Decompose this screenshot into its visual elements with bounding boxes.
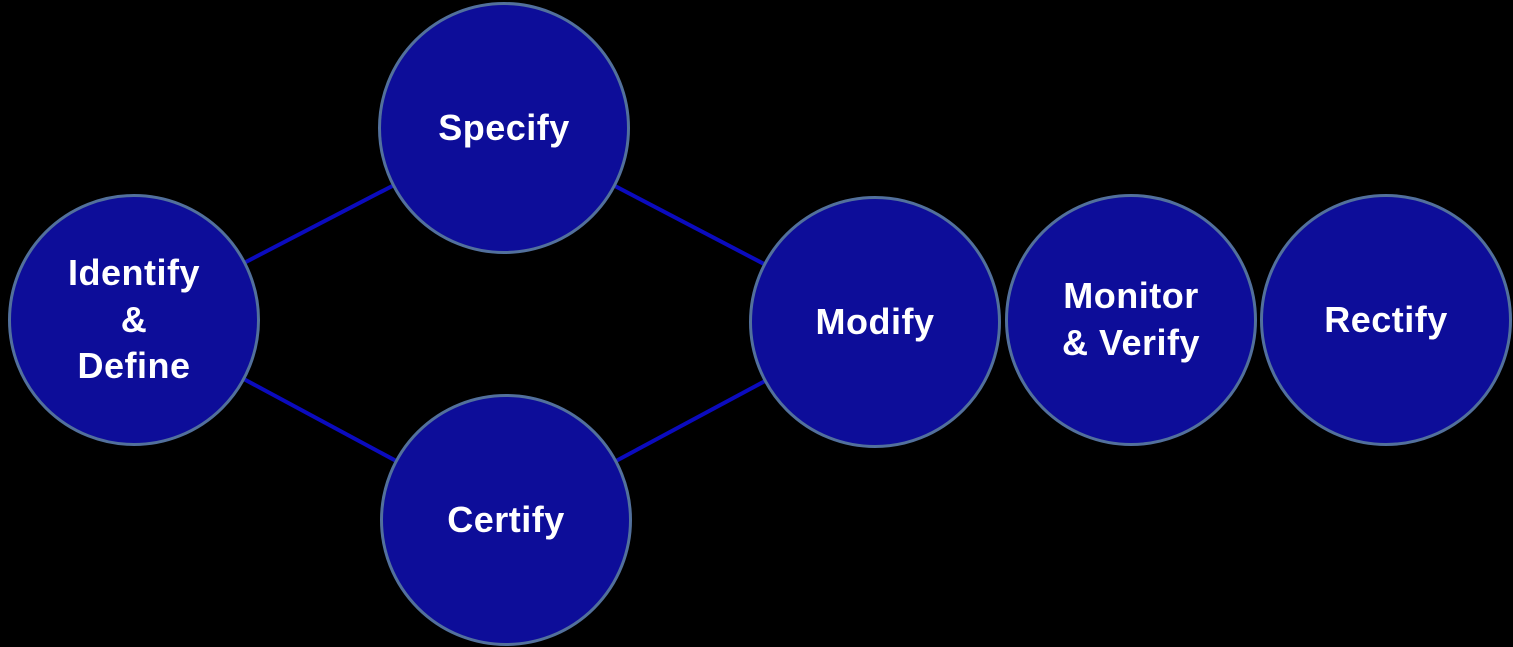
node-monitor-verify: Monitor & Verify xyxy=(1005,194,1257,446)
node-monitor-verify-label: Monitor & Verify xyxy=(1061,275,1201,363)
node-specify-label: Specify xyxy=(438,106,570,148)
node-identify-define: Identify & Define xyxy=(8,194,260,446)
node-identify-define-label: Identify & Define xyxy=(67,251,200,387)
node-rectify: Rectify xyxy=(1260,194,1512,446)
node-modify-label: Modify xyxy=(815,300,935,342)
node-modify: Modify xyxy=(749,196,1001,448)
node-rectify-label: Rectify xyxy=(1324,298,1448,340)
node-certify: Certify xyxy=(380,394,632,646)
node-specify: Specify xyxy=(378,2,630,254)
node-certify-label: Certify xyxy=(447,498,565,540)
